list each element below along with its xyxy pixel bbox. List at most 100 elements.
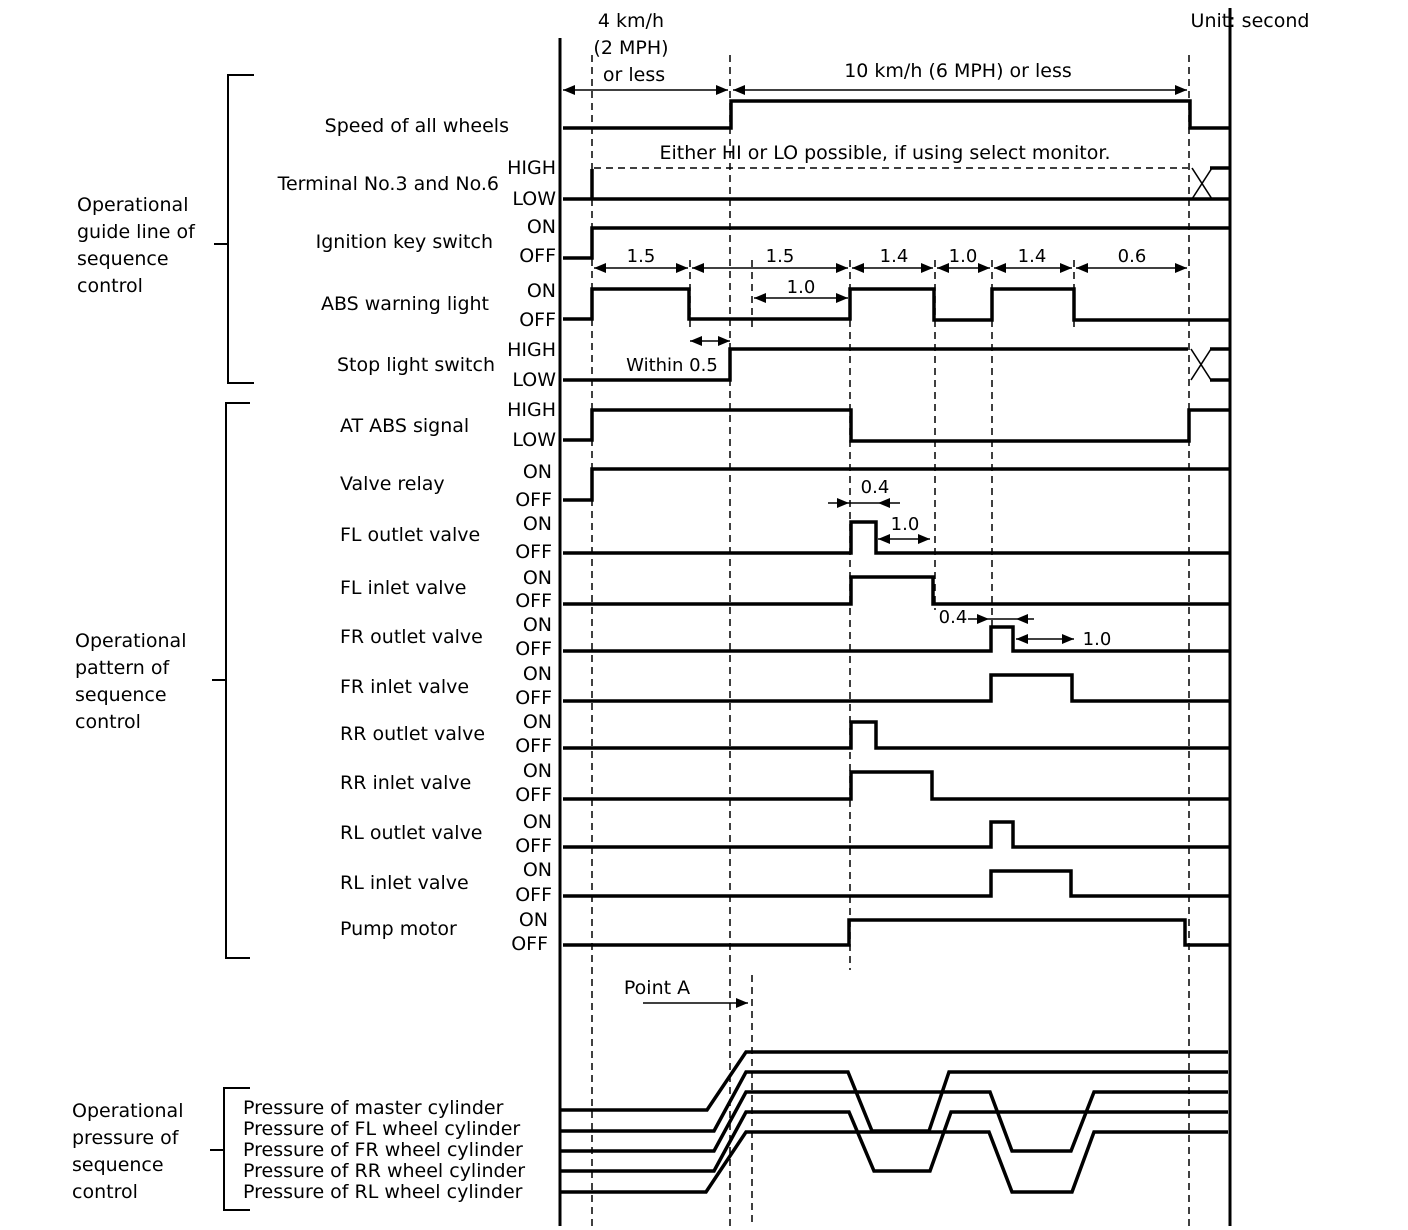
svg-text:1.4: 1.4	[880, 246, 909, 267]
select-monitor-note: Either HI or LO possible, if using selec…	[660, 142, 1111, 164]
svg-text:ON: ON	[527, 280, 556, 302]
speed-right-label: 10 km/h (6 MPH) or less	[844, 60, 1072, 82]
svg-text:ON: ON	[527, 216, 556, 238]
svg-text:OFF: OFF	[515, 784, 552, 806]
wave-fl-outlet	[563, 520, 1230, 555]
wave-fr-outlet	[563, 625, 1230, 653]
pressure-label-fl: Pressure of FL wheel cylinder	[243, 1118, 520, 1140]
pressure-curve-rr	[560, 1110, 1228, 1173]
state-labels: HIGH LOW ON OFF ON OFF HIGH LOW HIGH LOW…	[507, 157, 556, 955]
svg-text:0.4: 0.4	[861, 477, 890, 498]
svg-text:1.5: 1.5	[627, 246, 656, 267]
svg-text:LOW: LOW	[512, 188, 556, 210]
wave-abs-warning	[563, 287, 1230, 322]
svg-text:ON: ON	[523, 461, 552, 483]
svg-text:0.6: 0.6	[1118, 246, 1147, 267]
signal-name-pump: Pump motor	[340, 918, 457, 940]
signal-name-terminal: Terminal No.3 and No.6	[277, 173, 499, 195]
signal-name-stop-light: Stop light switch	[337, 354, 495, 376]
speed-left-label: 4 km/h (2 MPH) or less	[593, 10, 674, 86]
pressure-labels: Pressure of master cylinder Pressure of …	[243, 1097, 525, 1203]
svg-text:ON: ON	[523, 711, 552, 733]
pressure-curves	[560, 1050, 1228, 1194]
svg-text:OFF: OFF	[515, 638, 552, 660]
svg-text:LOW: LOW	[512, 369, 556, 391]
svg-text:OFF: OFF	[515, 590, 552, 612]
wave-at-abs	[563, 408, 1230, 443]
pressure-label-rl: Pressure of RL wheel cylinder	[243, 1181, 523, 1203]
signal-name-fl-inlet: FL inlet valve	[340, 577, 466, 599]
svg-text:1.0: 1.0	[1083, 629, 1112, 650]
signal-name-at-abs: AT ABS signal	[340, 415, 469, 437]
duration-values: 1.5 1.5 1.4 1.0 1.4 0.6 1.0 Within 0.5 0…	[626, 246, 1146, 650]
unit-label: Unit: second	[1191, 10, 1310, 32]
wave-rr-inlet	[563, 770, 1230, 801]
svg-text:OFF: OFF	[515, 735, 552, 757]
svg-text:1.4: 1.4	[1018, 246, 1047, 267]
waveforms	[563, 99, 1230, 947]
signal-name-ignition: Ignition key switch	[316, 231, 493, 253]
signal-name-speed: Speed of all wheels	[325, 115, 509, 137]
wave-stop-light	[563, 347, 1188, 382]
svg-text:OFF: OFF	[515, 541, 552, 563]
pressure-curve-master	[560, 1050, 1228, 1112]
wave-ignition	[563, 226, 1230, 260]
svg-text:ON: ON	[523, 513, 552, 535]
svg-text:ON: ON	[523, 614, 552, 636]
svg-text:ON: ON	[523, 859, 552, 881]
wave-pump	[563, 918, 1230, 947]
wave-terminal-low	[563, 169, 1230, 201]
pressure-label-master: Pressure of master cylinder	[243, 1097, 504, 1119]
point-a-label: Point A	[624, 977, 690, 999]
svg-text:OFF: OFF	[515, 687, 552, 709]
svg-text:ON: ON	[523, 760, 552, 782]
svg-text:1.0: 1.0	[891, 514, 920, 535]
svg-text:OFF: OFF	[519, 245, 556, 267]
svg-text:OFF: OFF	[511, 933, 548, 955]
signal-name-fl-outlet: FL outlet valve	[340, 524, 480, 546]
svg-text:ON: ON	[519, 909, 548, 931]
wave-valve-relay	[563, 467, 1230, 502]
svg-text:HIGH: HIGH	[507, 399, 556, 421]
wave-rr-outlet	[563, 720, 1230, 750]
svg-text:HIGH: HIGH	[507, 339, 556, 361]
pressure-curve-fr	[560, 1090, 1228, 1153]
wave-stop-x2	[1190, 348, 1212, 381]
wave-rl-outlet	[563, 820, 1230, 849]
signal-name-abs-warning: ABS warning light	[321, 293, 489, 315]
point-a-arrow	[643, 998, 748, 1008]
svg-text:1.0: 1.0	[787, 277, 816, 298]
wave-terminal-x2	[1191, 167, 1213, 200]
speed-dimension-arrows	[563, 85, 1187, 95]
signal-name-rr-inlet: RR inlet valve	[340, 772, 471, 794]
svg-text:ON: ON	[523, 567, 552, 589]
svg-text:ON: ON	[523, 663, 552, 685]
signal-name-rr-outlet: RR outlet valve	[340, 723, 485, 745]
wave-fr-inlet	[563, 673, 1230, 703]
svg-text:Within 0.5: Within 0.5	[626, 355, 718, 376]
svg-text:HIGH: HIGH	[507, 157, 556, 179]
signal-names: Speed of all wheels Terminal No.3 and No…	[277, 115, 509, 940]
svg-text:1.0: 1.0	[949, 246, 978, 267]
signal-name-fr-outlet: FR outlet valve	[340, 626, 483, 648]
svg-text:0.4: 0.4	[939, 607, 968, 628]
group-brackets	[210, 74, 254, 1211]
svg-text:OFF: OFF	[515, 835, 552, 857]
svg-text:OFF: OFF	[515, 489, 552, 511]
wave-rl-inlet	[563, 869, 1230, 898]
wave-speed	[563, 99, 1230, 130]
svg-text:ON: ON	[523, 811, 552, 833]
pressure-label-fr: Pressure of FR wheel cylinder	[243, 1139, 523, 1161]
svg-text:LOW: LOW	[512, 429, 556, 451]
signal-name-rl-outlet: RL outlet valve	[340, 822, 483, 844]
svg-text:OFF: OFF	[515, 884, 552, 906]
pressure-curve-fl	[560, 1070, 1228, 1133]
signal-name-rl-inlet: RL inlet valve	[340, 872, 469, 894]
pressure-curve-rl	[560, 1130, 1228, 1194]
svg-text:1.5: 1.5	[766, 246, 795, 267]
pressure-label-rr: Pressure of RR wheel cylinder	[243, 1160, 525, 1182]
